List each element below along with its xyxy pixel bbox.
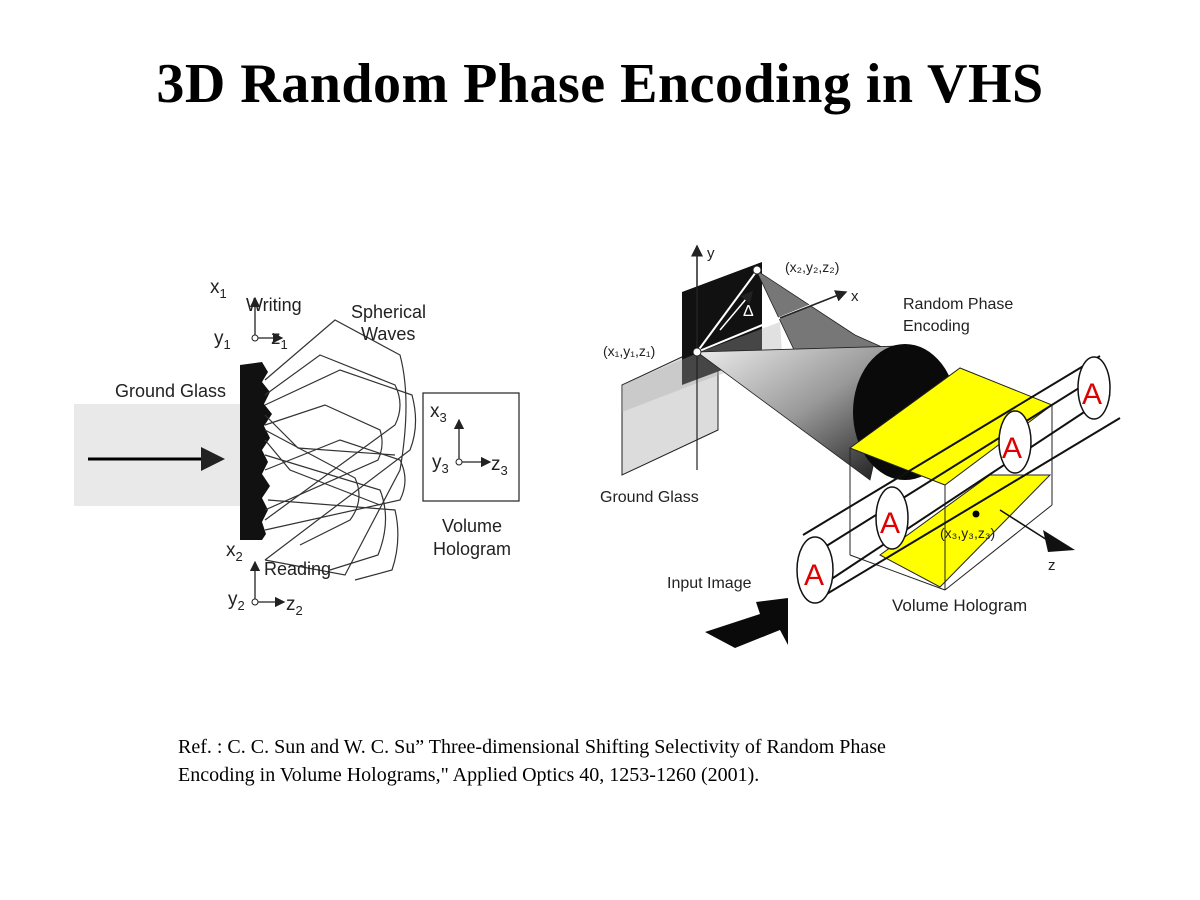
waves-label: Waves xyxy=(361,324,415,344)
svg-text:A: A xyxy=(1002,432,1022,465)
svg-text:x1: x1 xyxy=(210,277,227,301)
axis-z-label: z xyxy=(1048,557,1056,574)
hologram-slab-bottom xyxy=(879,474,1052,588)
hologram-label: Hologram xyxy=(433,539,511,559)
letter-disc-4: A xyxy=(1077,356,1111,420)
x-axis-white xyxy=(696,292,841,353)
random-phase-label: Random Phase xyxy=(903,296,1013,313)
reference-citation: Ref. : C. C. Sun and W. C. Su” Three-dim… xyxy=(178,733,1078,789)
volume-hologram-label: Volume Hologram xyxy=(892,596,1027,615)
ground-glass-plate xyxy=(240,362,272,540)
volume-hologram-box xyxy=(422,392,520,502)
svg-text:x2: x2 xyxy=(226,540,243,564)
reading-origin xyxy=(251,598,259,606)
xy-plane xyxy=(622,322,782,412)
input-image-arrow xyxy=(705,598,788,648)
right-diagram: Δ A A A A xyxy=(600,244,1121,648)
svg-text:A: A xyxy=(804,559,824,592)
svg-text:z2: z2 xyxy=(286,594,303,618)
point-1 xyxy=(692,347,702,357)
axis-y-label: y xyxy=(707,245,715,262)
delta-vector xyxy=(696,271,757,353)
svg-text:A: A xyxy=(880,507,900,540)
spherical-label: Spherical xyxy=(351,302,426,322)
left-diagram: x1 y1 z1 Writing Spherical Waves Ground … xyxy=(74,277,520,618)
z-axis-arrow xyxy=(1043,530,1075,552)
svg-text:y2: y2 xyxy=(228,589,245,613)
writing-label: Writing xyxy=(246,295,302,315)
delta-symbol: Δ xyxy=(743,303,754,320)
svg-text:z3: z3 xyxy=(491,454,508,478)
spherical-waves xyxy=(264,319,417,581)
svg-text:y3: y3 xyxy=(432,452,449,476)
svg-text:A: A xyxy=(1082,378,1102,411)
input-image-label: Input Image xyxy=(667,575,752,592)
ground-glass-label: Ground Glass xyxy=(115,381,226,401)
reference-line-2: Encoding in Volume Holograms," Applied O… xyxy=(178,764,760,786)
delta-arrow xyxy=(719,290,753,331)
point2-label: (x₂,y₂,z₂) xyxy=(785,259,839,275)
point-2 xyxy=(752,265,762,275)
reading-tube xyxy=(802,355,1121,599)
letter-disc-3: A xyxy=(998,410,1032,474)
point3-label: (x₃,y₃,z₃) xyxy=(940,525,995,541)
encoding-label: Encoding xyxy=(903,318,970,335)
svg-text:x3: x3 xyxy=(430,401,447,425)
point1-label: (x₁,y₁,z₁) xyxy=(603,343,655,359)
reference-line-1: Ref. : C. C. Sun and W. C. Su” Three-dim… xyxy=(178,736,886,758)
reading-label: Reading xyxy=(264,559,331,579)
x-axis xyxy=(779,290,848,319)
axis-x-label: x xyxy=(851,288,859,305)
writing-origin xyxy=(251,334,259,342)
ground-glass-label-right: Ground Glass xyxy=(600,489,699,506)
letter-disc-1: A xyxy=(796,536,834,604)
page-title: 3D Random Phase Encoding in VHS xyxy=(156,53,1044,115)
input-beam xyxy=(74,404,240,506)
hologram-origin xyxy=(455,458,463,466)
volume-label: Volume xyxy=(442,516,502,536)
letter-disc-2: A xyxy=(875,486,909,550)
svg-text:y1: y1 xyxy=(214,328,231,352)
point-3 xyxy=(972,510,980,518)
svg-text:z1: z1 xyxy=(271,328,288,352)
